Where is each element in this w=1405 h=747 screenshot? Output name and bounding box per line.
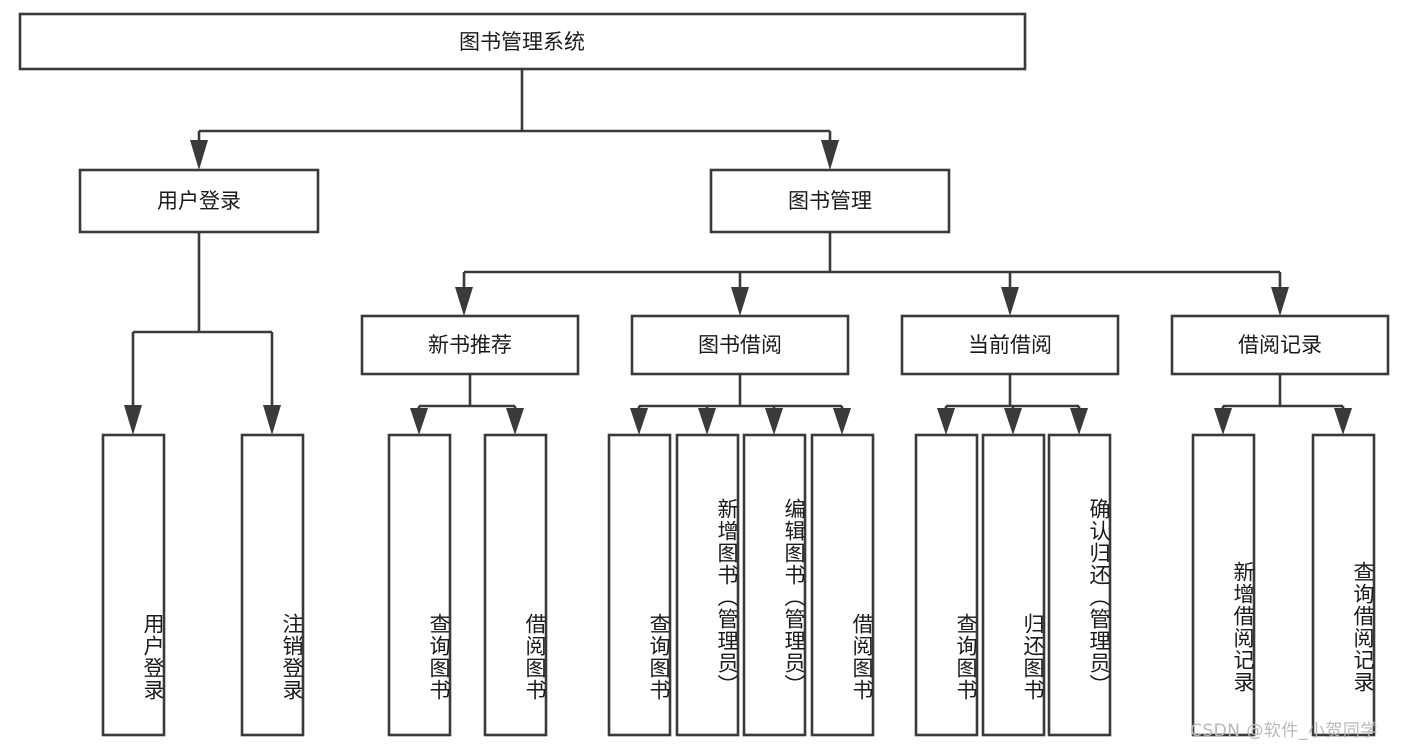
node-leaf-borrow-book-1-box[interactable] <box>483 433 548 737</box>
node-user-login-label: 用户登录 <box>157 189 241 213</box>
arrowhead-leaf-query-book-2 <box>630 408 648 435</box>
connector-group-book-borrow <box>630 374 851 435</box>
node-leaf-return-book-box[interactable] <box>981 433 1046 737</box>
node-leaf-confirm-return-box[interactable] <box>1047 433 1112 737</box>
node-book-manage[interactable]: 图书管理 <box>709 168 951 234</box>
node-borrow-record-label: 借阅记录 <box>1238 333 1322 357</box>
connector-group-borrow-record <box>1214 374 1352 435</box>
node-leaf-query-book-1-box[interactable] <box>387 433 452 737</box>
node-leaf-query-book-3-box[interactable] <box>914 433 979 737</box>
arrowhead-book-borrow <box>731 287 749 316</box>
node-root[interactable]: 图书管理系统 <box>18 12 1027 71</box>
arrowhead-leaf-query-record <box>1334 408 1352 435</box>
node-leaf-add-book-box[interactable] <box>675 433 740 737</box>
arrowhead-current-borrow <box>1001 287 1019 316</box>
connector-group-book-manage <box>455 232 1289 316</box>
arrowhead-leaf-user-login <box>124 405 142 435</box>
arrowhead-leaf-add-book <box>698 408 716 435</box>
arrowhead-leaf-edit-book <box>765 408 783 435</box>
arrowhead-leaf-add-record <box>1214 408 1232 435</box>
connector-group-root <box>190 69 839 170</box>
node-book-borrow-label: 图书借阅 <box>698 333 782 357</box>
node-book-borrow-box[interactable] <box>630 314 850 376</box>
node-borrow-record-box[interactable] <box>1170 314 1390 376</box>
arrowhead-user-login <box>190 140 208 170</box>
node-new-book-rec-box[interactable] <box>360 314 580 376</box>
node-leaf-query-record-box[interactable] <box>1311 433 1376 737</box>
arrowhead-leaf-query-book-3 <box>937 408 955 435</box>
arrowhead-new-book-rec <box>455 287 473 316</box>
connector-group-new-book-rec <box>410 374 524 435</box>
watermark-csdn: CSDN @软件_小贺同学 <box>1190 721 1378 741</box>
arrowhead-leaf-return-book <box>1004 408 1022 435</box>
node-new-book-rec-label: 新书推荐 <box>428 333 512 357</box>
arrowhead-leaf-borrow-book-2 <box>833 408 851 435</box>
node-leaf-query-book-2-box[interactable] <box>607 433 672 737</box>
node-book-borrow[interactable]: 图书借阅 <box>630 314 850 376</box>
node-borrow-record[interactable]: 借阅记录 <box>1170 314 1390 376</box>
node-current-borrow-label: 当前借阅 <box>968 333 1052 357</box>
node-book-manage-label: 图书管理 <box>788 189 872 213</box>
node-leaf-borrow-book-2-box[interactable] <box>810 433 875 737</box>
node-root-label: 图书管理系统 <box>459 30 585 54</box>
node-current-borrow-box[interactable] <box>900 314 1120 376</box>
arrowhead-leaf-borrow-book-1 <box>506 408 524 435</box>
arrowhead-leaf-logout <box>263 405 281 435</box>
node-leaf-add-record-box[interactable] <box>1191 433 1256 737</box>
node-book-manage-box[interactable] <box>709 168 951 234</box>
arrowhead-book-manage <box>821 140 839 170</box>
node-user-login-box[interactable] <box>78 168 320 234</box>
arrowhead-leaf-query-book-1 <box>410 408 428 435</box>
node-root-box[interactable] <box>18 12 1027 71</box>
arrowhead-leaf-confirm-return <box>1070 408 1088 435</box>
node-current-borrow[interactable]: 当前借阅 <box>900 314 1120 376</box>
node-leaf-user-login-box[interactable] <box>101 433 166 737</box>
arrowhead-borrow-record <box>1271 287 1289 316</box>
node-user-login[interactable]: 用户登录 <box>78 168 320 234</box>
node-leaf-logout-box[interactable] <box>240 433 305 737</box>
connector-group-current-borrow <box>937 374 1088 435</box>
connector-group-user-login <box>124 232 281 435</box>
node-new-book-rec[interactable]: 新书推荐 <box>360 314 580 376</box>
node-leaf-edit-book-box[interactable] <box>742 433 807 737</box>
